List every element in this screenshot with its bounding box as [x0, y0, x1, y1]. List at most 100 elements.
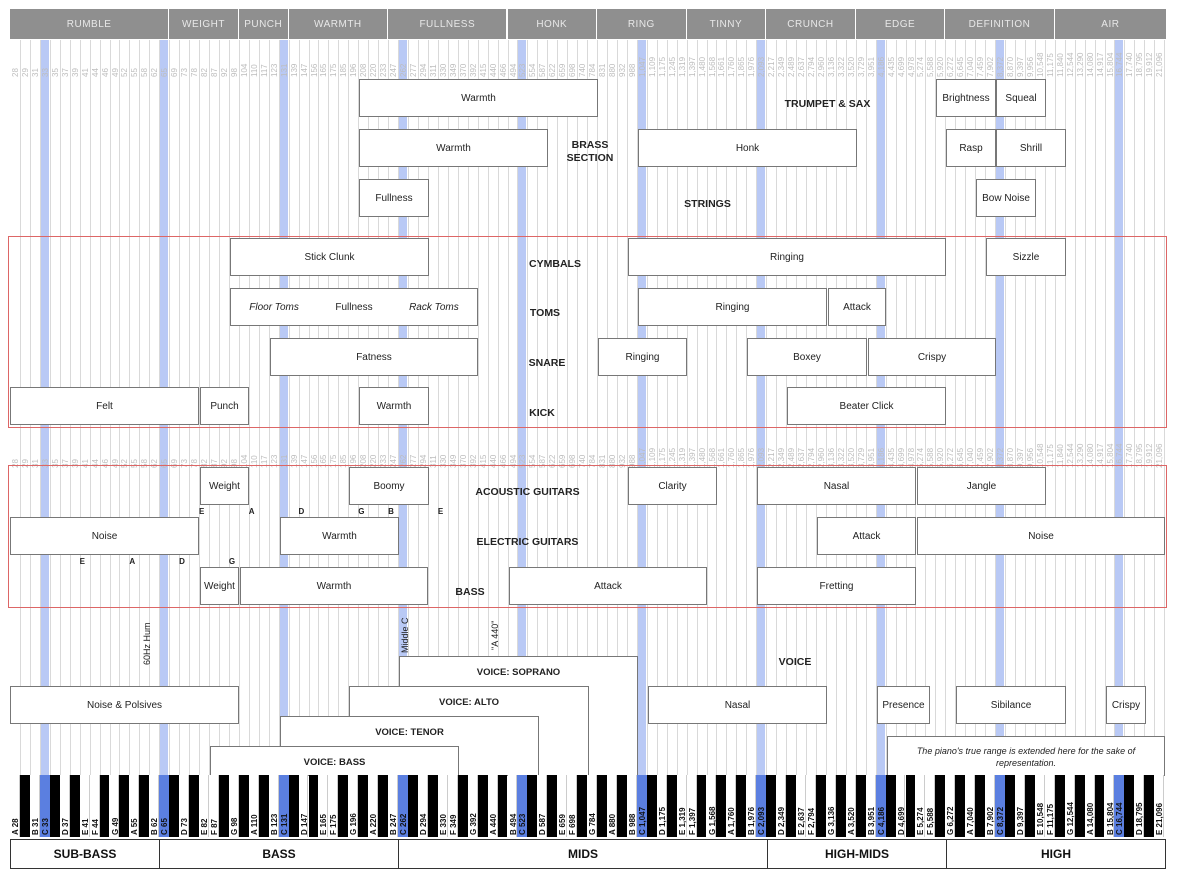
frequency-tick: 39	[70, 68, 80, 77]
frequency-tick: 65	[160, 68, 170, 77]
piano-white-key	[109, 775, 120, 837]
grid-line	[1154, 40, 1156, 775]
range-bass: BASS	[159, 839, 399, 869]
piano-black-key	[288, 775, 299, 837]
grid-line	[248, 40, 250, 775]
grid-line	[328, 40, 330, 775]
grid-line	[1124, 40, 1126, 775]
frequency-tick: 466	[498, 63, 508, 77]
piano-key-label: D 4,699	[896, 806, 906, 835]
strings-bow-noise-box: Bow Noise	[976, 179, 1036, 217]
cymbals-sizzle-box: Sizzle	[986, 238, 1066, 276]
grid-line	[477, 40, 479, 775]
piano-white-key	[10, 775, 20, 837]
cymbals-title: CYMBALS	[529, 258, 581, 270]
piano-black-key	[457, 775, 468, 837]
electric-attack-box: Attack	[817, 517, 916, 555]
strings-title: STRINGS	[684, 198, 731, 210]
piano-white-key	[985, 775, 996, 837]
piano-white-key	[417, 775, 428, 837]
piano-key-label: B 15,804	[1105, 802, 1115, 835]
piano-key-label: C 33	[40, 818, 50, 835]
frequency-tick: 55	[130, 68, 140, 77]
frequency-tick: 92	[219, 68, 229, 77]
piano-key-label: C 8,372	[996, 806, 1006, 835]
kick-warmth-box: Warmth	[359, 387, 429, 425]
piano-key-label: B 1,976	[747, 806, 757, 835]
frequency-tick: 659	[558, 63, 568, 77]
frequency-tick: 8,870	[1006, 56, 1015, 77]
frequency-tick: 110	[249, 64, 259, 77]
frequency-tick: 440	[488, 63, 498, 77]
header-band-punch: PUNCH	[238, 9, 289, 39]
grid-line	[1134, 40, 1136, 775]
piano-key-label: C 65	[160, 818, 170, 835]
header-band-definition: DEFINITION	[945, 9, 1055, 39]
frequency-tick: 73	[180, 68, 190, 77]
piano-key-label: C 131	[279, 813, 289, 835]
piano-key-label: A 440	[488, 813, 498, 835]
piano-white-key	[228, 775, 239, 837]
frequency-tick: 35	[50, 68, 60, 77]
grid-line	[557, 40, 559, 775]
c-note-highlight	[996, 40, 1005, 775]
frequency-tick: 5,920	[936, 56, 946, 77]
voice-tenor-label: VOICE: TENOR	[375, 727, 444, 738]
kick-felt-box: Felt	[10, 387, 199, 425]
piano-key-label: D 1,175	[657, 806, 667, 835]
frequency-tick: 932	[617, 63, 627, 77]
piano-key-label: G 6,272	[946, 806, 956, 835]
piano-key-label: E 330	[438, 814, 448, 835]
grid-line	[985, 40, 987, 775]
grid-line	[1034, 40, 1036, 775]
piano-white-key	[388, 775, 399, 837]
piano-black-key	[218, 775, 229, 837]
piano-key-label: G 196	[349, 813, 359, 835]
grid-line	[1005, 40, 1006, 775]
snare-ringing-box: Ringing	[598, 338, 687, 376]
piano-key-label: F 2,794	[807, 807, 816, 835]
grid-line	[507, 40, 509, 775]
piano-key-label: E 21,096	[1155, 802, 1165, 835]
frequency-tick: 277	[409, 63, 418, 77]
piano-key-label: F 175	[329, 814, 339, 835]
grid-line	[587, 40, 589, 775]
piano-note-text: The piano's true range is extended here …	[916, 745, 1136, 768]
piano-black-key	[358, 775, 369, 837]
cymbals-stick-clunk-box: Stick Clunk	[230, 238, 429, 276]
piano-key-label: D 73	[180, 818, 190, 835]
piano-key-label: A 55	[130, 818, 140, 835]
frequency-tick: 87	[210, 68, 219, 77]
piano-white-key	[318, 775, 329, 837]
grid-line	[517, 40, 519, 775]
frequency-tick: 18,795	[1135, 52, 1145, 77]
piano-white-key	[945, 775, 956, 837]
piano-key-label: B 31	[30, 818, 40, 835]
piano-white-key	[209, 775, 219, 837]
piano-white-key	[59, 775, 70, 837]
trumpet-squeal-box: Squeal	[996, 79, 1046, 117]
frequency-tick: 13,290	[1075, 52, 1085, 77]
grid-line	[666, 40, 668, 775]
frequency-tick: 6,272	[946, 56, 956, 77]
brass-shrill-box: Shrill	[996, 129, 1066, 167]
voice-noise-polsives-box: Noise & Polsives	[10, 686, 239, 724]
header-band-crunch: CRUNCH	[766, 9, 856, 39]
frequency-tick: 2,217	[767, 56, 777, 77]
toms-rack-label: Rack Toms	[409, 301, 459, 313]
toms-title: TOMS	[529, 307, 561, 319]
piano-key-label: E 2,637	[797, 807, 807, 835]
frequency-tick: 349	[448, 63, 458, 77]
frequency-tick: 247	[389, 63, 399, 77]
grid-line	[308, 40, 310, 775]
header-band-ring: RING	[597, 9, 687, 39]
piano-white-key	[1044, 775, 1055, 837]
frequency-tick: 175	[329, 63, 339, 77]
frequency-tick: 147	[299, 63, 309, 77]
frequency-tick: 3,520	[846, 56, 856, 77]
piano-key-label: A 880	[608, 813, 617, 835]
frequency-tick: 4,978	[906, 56, 916, 77]
frequency-tick: 19,912	[1145, 52, 1155, 77]
piano-black-key	[696, 775, 707, 837]
header-band-warmth: WARMTH	[288, 9, 389, 39]
